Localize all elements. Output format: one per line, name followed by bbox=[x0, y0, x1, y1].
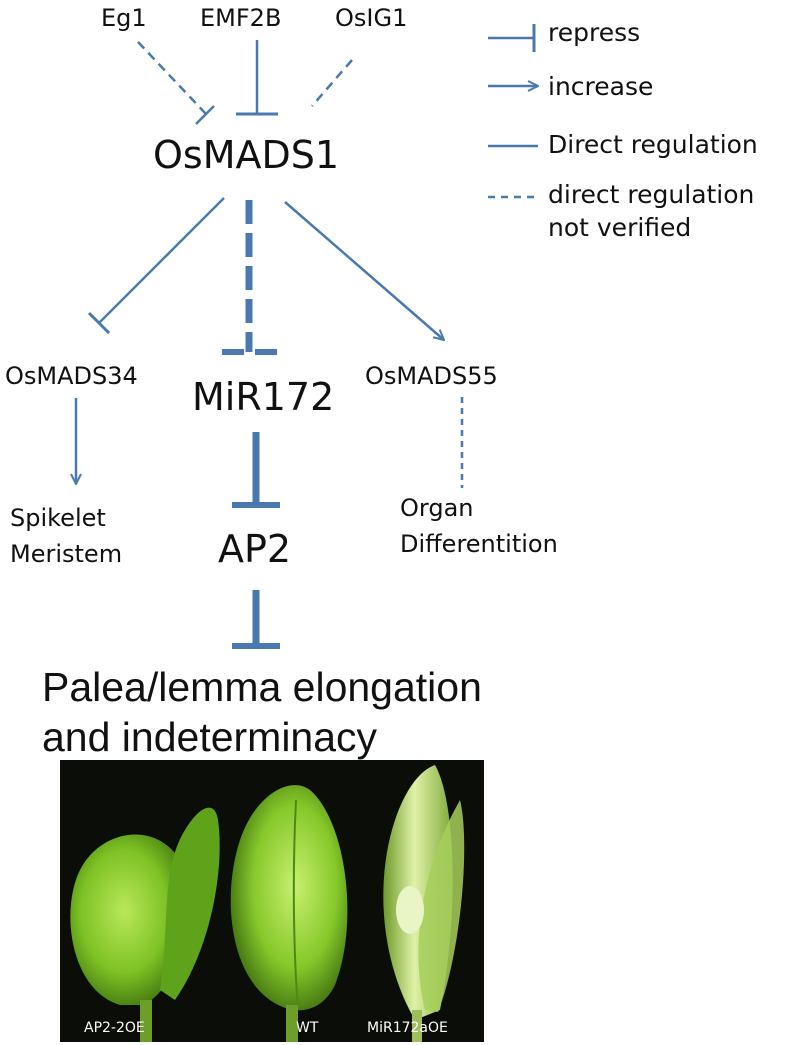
spikelet-ap2-2oe bbox=[70, 807, 220, 1042]
spikelet-mir172aoe bbox=[383, 765, 465, 1042]
phenotype-line-1: Palea/lemma elongation bbox=[42, 664, 482, 710]
node-emf2b: EMF2B bbox=[200, 4, 282, 32]
legend-unverified-label: direct regulation not verified bbox=[548, 178, 754, 245]
node-spikelet-meristem: Spikelet Meristem bbox=[10, 500, 122, 572]
osmads34-tbar bbox=[87, 311, 111, 335]
photo-label-mir172aoe: MiR172aOE bbox=[367, 1020, 448, 1036]
legend-unverified-line-1: direct regulation bbox=[548, 180, 755, 209]
node-osmads1: OsMADS1 bbox=[153, 133, 340, 177]
phenotype-line-2: and indeterminacy bbox=[42, 714, 378, 760]
node-osmads55: OsMADS55 bbox=[365, 362, 498, 390]
legend-direct-label: Direct regulation bbox=[548, 130, 758, 159]
legend-repress-label: repress bbox=[548, 18, 641, 47]
spikelet-wt bbox=[230, 785, 348, 1042]
organ-line: Organ bbox=[400, 494, 474, 522]
eg1-dashed-edge bbox=[137, 41, 207, 115]
meristem-line: Meristem bbox=[10, 540, 123, 568]
legend-increase-label: increase bbox=[548, 72, 654, 101]
node-mir172: MiR172 bbox=[192, 375, 335, 419]
osig1-dashed-edge bbox=[311, 59, 353, 107]
photo-label-ap2-2oe: AP2-2OE bbox=[84, 1020, 145, 1036]
eg1-tbar bbox=[195, 105, 215, 125]
osmads1-to-osmads34-edge bbox=[98, 197, 225, 324]
spikelet-photo-drawing bbox=[70, 765, 465, 1042]
photo-label-wt: WT bbox=[296, 1020, 319, 1036]
spikelet-photo: AP2-2OE WT MiR172aOE bbox=[60, 760, 484, 1042]
differentition-line: Differentition bbox=[400, 530, 558, 558]
node-osig1: OsIG1 bbox=[335, 4, 408, 32]
node-ap2: AP2 bbox=[218, 527, 292, 571]
node-osmads34: OsMADS34 bbox=[5, 362, 138, 390]
spikelet-line: Spikelet bbox=[10, 504, 106, 532]
osmads1-to-osmads55-edge bbox=[284, 201, 444, 340]
node-organ-differentition: Organ Differentition bbox=[400, 490, 558, 562]
node-eg1: Eg1 bbox=[101, 4, 147, 32]
legend-unverified-line-2: not verified bbox=[548, 213, 692, 243]
phenotype-title: Palea/lemma elongation and indeterminacy bbox=[42, 662, 482, 762]
